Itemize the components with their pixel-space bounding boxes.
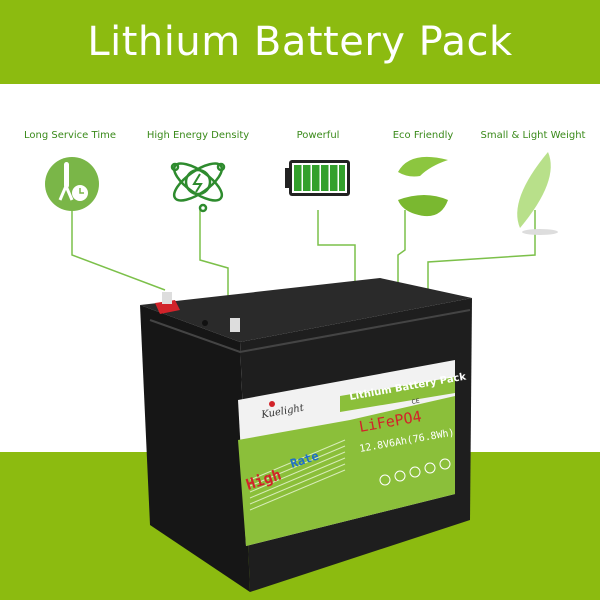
feather-icon <box>517 152 558 235</box>
ce-mark: CE <box>411 398 420 406</box>
atom-bolt-icon <box>170 162 226 213</box>
feature-label: Long Service Time <box>24 130 116 141</box>
feature-label: High Energy Density <box>146 130 250 141</box>
positive-terminal <box>155 300 180 314</box>
page-title: Lithium Battery Pack <box>87 19 513 65</box>
header-banner: Lithium Battery Pack <box>0 0 600 84</box>
leaves-icon <box>398 156 448 217</box>
negative-terminal <box>230 318 240 332</box>
battery-label: Lithium Battery Pack Kuelight LiFePO4 12… <box>238 360 467 546</box>
feature-label: Powerful <box>296 130 340 141</box>
clock-thermometer-icon <box>45 157 99 211</box>
full-battery-icon <box>285 160 350 196</box>
feature-label: Small & Light Weight <box>480 130 586 141</box>
safety-icons <box>379 458 451 486</box>
feature-label: Eco Friendly <box>392 130 454 141</box>
